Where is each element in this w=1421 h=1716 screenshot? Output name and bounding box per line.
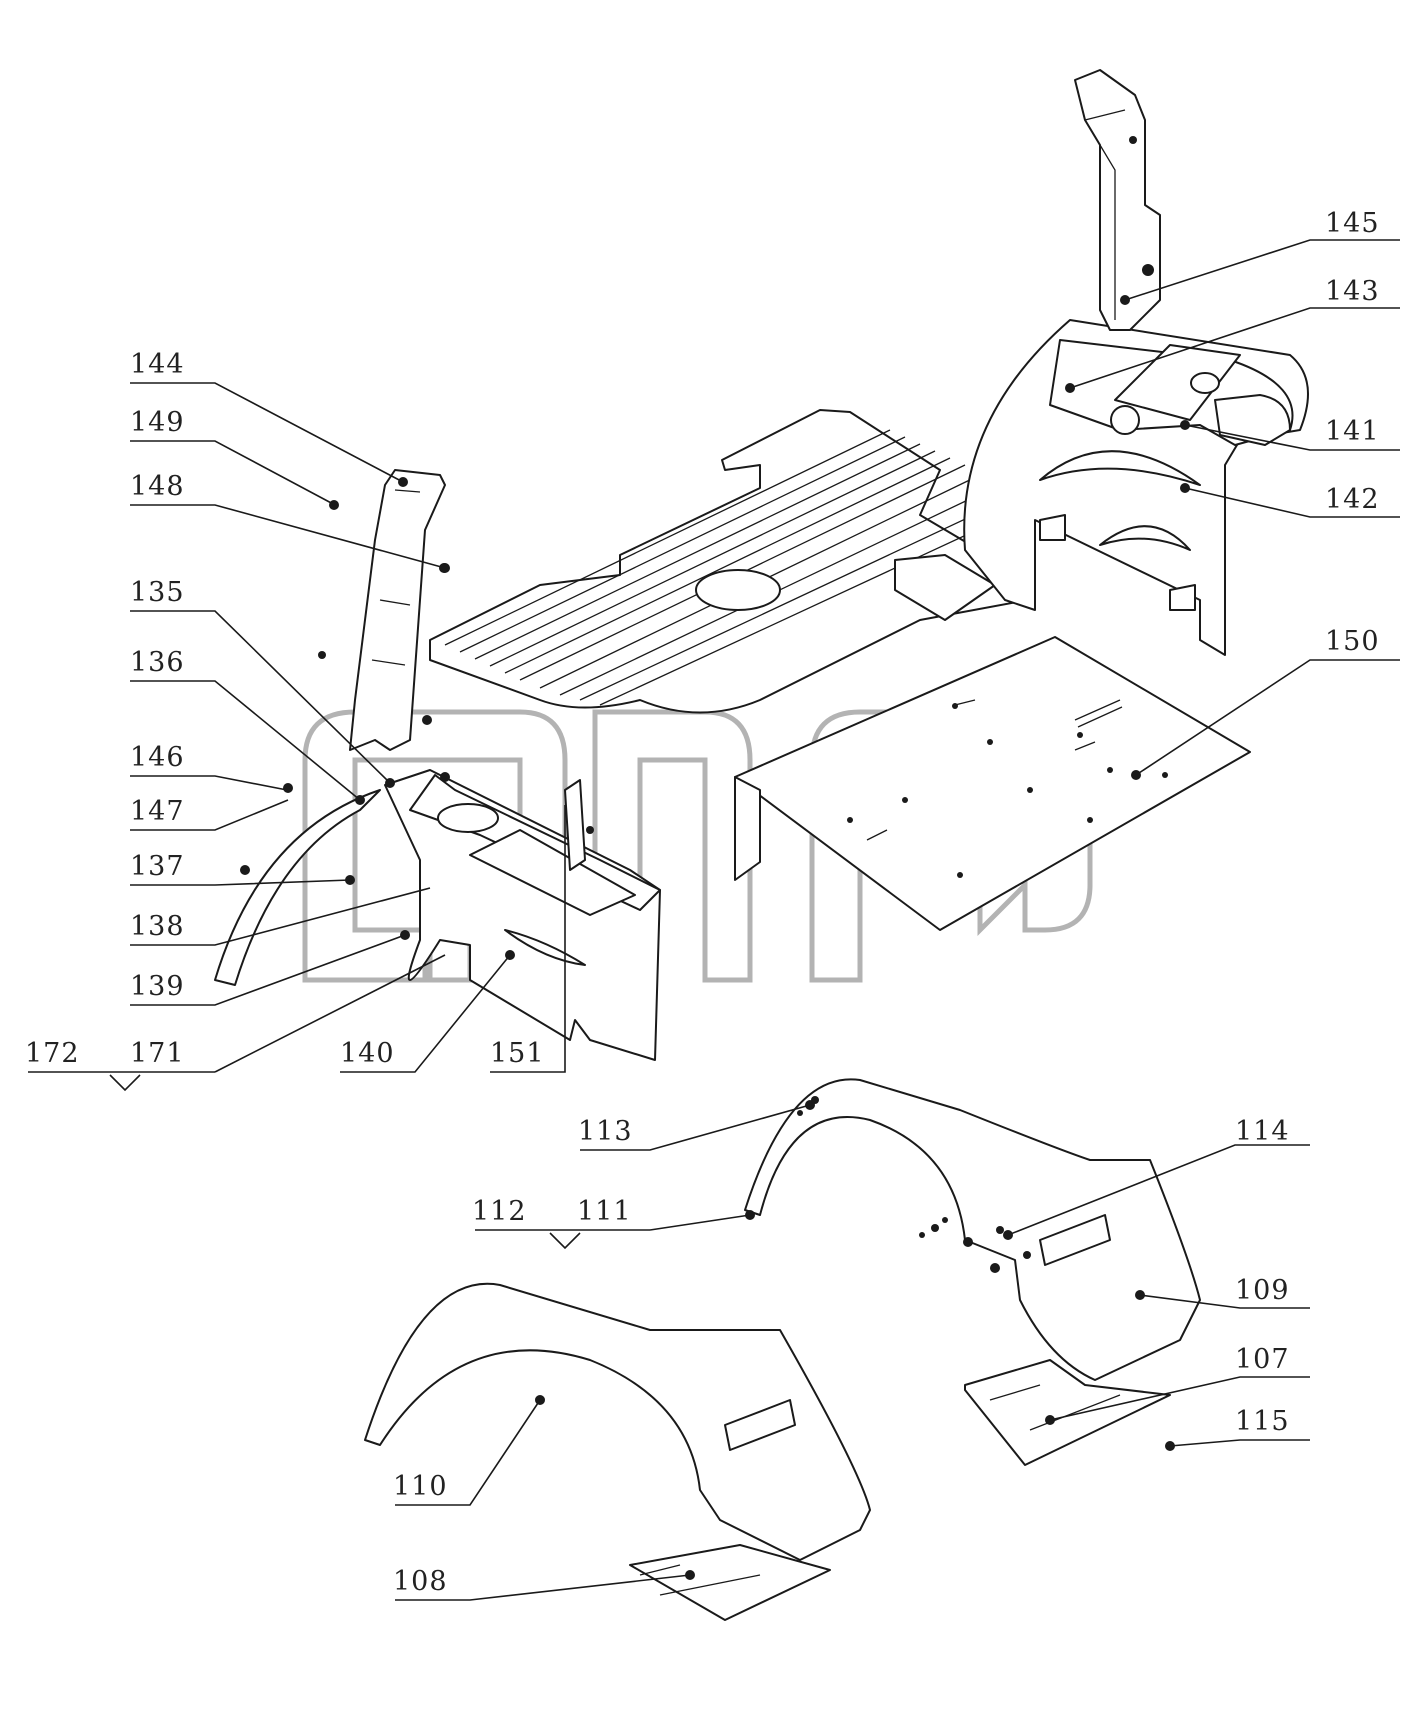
callout-113: 113 bbox=[578, 1116, 633, 1147]
callout-136: 136 bbox=[130, 647, 185, 678]
callout-114: 114 bbox=[1235, 1116, 1290, 1147]
callout-140: 140 bbox=[340, 1038, 395, 1069]
callout-151: 151 bbox=[490, 1038, 545, 1069]
callout-137: 137 bbox=[130, 851, 185, 882]
callout-110: 110 bbox=[393, 1471, 448, 1502]
callout-138: 138 bbox=[130, 911, 185, 942]
callout-147: 147 bbox=[130, 796, 185, 827]
left-fender bbox=[364, 1282, 871, 1621]
callout-150: 150 bbox=[1325, 626, 1380, 657]
callout-148: 148 bbox=[130, 471, 185, 502]
callout-145: 145 bbox=[1325, 208, 1380, 239]
callout-points bbox=[345, 295, 1190, 1580]
callout-142: 142 bbox=[1325, 484, 1380, 515]
callout-labels: 145 143 141 142 150 144 149 148 135 136 … bbox=[25, 208, 1380, 1597]
callout-172: 172 bbox=[25, 1038, 80, 1069]
left-side-panel bbox=[214, 769, 661, 1061]
callout-149: 149 bbox=[130, 407, 185, 438]
floor-mat bbox=[429, 409, 1031, 714]
floor-sheet bbox=[734, 636, 1251, 931]
callout-112: 112 bbox=[472, 1196, 527, 1227]
callout-135: 135 bbox=[130, 577, 185, 608]
callout-141: 141 bbox=[1325, 416, 1380, 447]
callout-146: 146 bbox=[130, 742, 185, 773]
leader-lines bbox=[28, 239, 1400, 1601]
right-pillar bbox=[1074, 69, 1161, 331]
callout-143: 143 bbox=[1325, 276, 1380, 307]
callout-171: 171 bbox=[130, 1038, 185, 1069]
callout-111: 111 bbox=[577, 1196, 632, 1227]
left-pillar bbox=[318, 469, 449, 751]
callout-115: 115 bbox=[1235, 1406, 1290, 1437]
right-fender bbox=[744, 1078, 1201, 1466]
callout-108: 108 bbox=[393, 1566, 448, 1597]
right-side-panel bbox=[963, 319, 1309, 656]
callout-139: 139 bbox=[130, 971, 185, 1002]
callout-144: 144 bbox=[130, 349, 185, 380]
callout-107: 107 bbox=[1235, 1344, 1290, 1375]
callout-109: 109 bbox=[1235, 1275, 1290, 1306]
